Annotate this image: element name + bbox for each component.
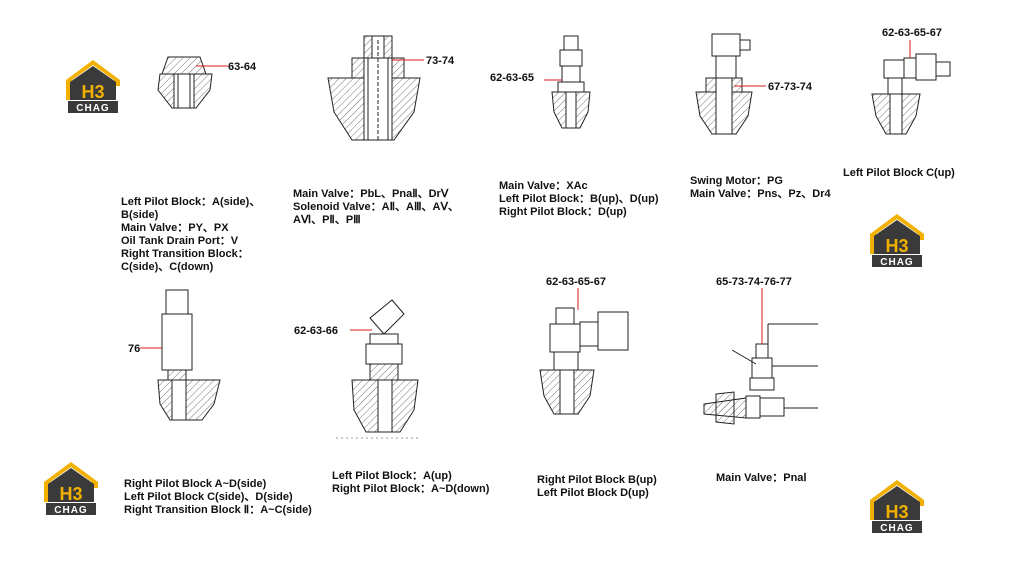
caption-62-63-66: Left Pilot Block：A(up)Right Pilot Block：… bbox=[332, 470, 490, 495]
code-62-63-66: 62-63-66 bbox=[294, 325, 339, 337]
caption-62-63-65-67-bottom: Right Pilot Block B(up)Left Pilot Block … bbox=[537, 474, 657, 499]
svg-text:CHAG: CHAG bbox=[76, 103, 109, 114]
h3-house-logo-icon: H3 CHAG bbox=[62, 56, 124, 114]
h3-house-logo-icon: H3 CHAG bbox=[40, 458, 102, 516]
svg-text:CHAG: CHAG bbox=[54, 505, 87, 516]
fitting-62-63-66-drawing bbox=[351, 299, 419, 433]
code-62-63-65-67-top: 62-63-65-67 bbox=[882, 27, 942, 39]
svg-text:H3: H3 bbox=[885, 502, 908, 522]
caption-65-73-74-76-77: Main Valve：PnaⅠ bbox=[716, 472, 807, 484]
caption-62-63-65-67-top: Left Pilot Block C(up) bbox=[843, 167, 955, 179]
fitting-73-74-drawing bbox=[327, 35, 421, 141]
svg-text:CHAG: CHAG bbox=[880, 257, 913, 268]
fitting-62-63-65-67-top-drawing bbox=[871, 53, 951, 135]
svg-text:CHAG: CHAG bbox=[880, 523, 913, 534]
code-62-63-65: 62-63-65 bbox=[490, 72, 535, 84]
svg-text:H3: H3 bbox=[885, 236, 908, 256]
h3-house-logo-icon: H3 CHAG bbox=[866, 476, 928, 534]
caption-63-64: Left Pilot Block：A(side)、B(side) Main Va… bbox=[121, 196, 261, 273]
fitting-63-64-drawing bbox=[157, 56, 213, 109]
code-67-73-74: 67-73-74 bbox=[768, 81, 813, 93]
code-62-63-65-67-bottom: 62-63-65-67 bbox=[546, 276, 606, 288]
fitting-67-73-74-drawing bbox=[695, 33, 753, 135]
fitting-65-73-74-76-77-drawing bbox=[703, 323, 818, 425]
code-73-74: 73-74 bbox=[426, 55, 455, 67]
code-63-64: 63-64 bbox=[228, 61, 257, 73]
fitting-76-drawing bbox=[157, 289, 221, 421]
fitting-62-63-65-drawing bbox=[551, 35, 591, 129]
code-76: 76 bbox=[128, 343, 141, 355]
h3-house-logo-icon: H3 CHAG bbox=[866, 210, 928, 268]
fitting-62-63-65-67-bottom-drawing bbox=[539, 307, 629, 415]
svg-text:H3: H3 bbox=[81, 82, 104, 102]
code-65-73-74-76-77: 65-73-74-76-77 bbox=[716, 276, 792, 288]
caption-76: Right Pilot Block A~D(side)Left Pilot Bl… bbox=[124, 478, 312, 516]
svg-text:H3: H3 bbox=[59, 484, 82, 504]
